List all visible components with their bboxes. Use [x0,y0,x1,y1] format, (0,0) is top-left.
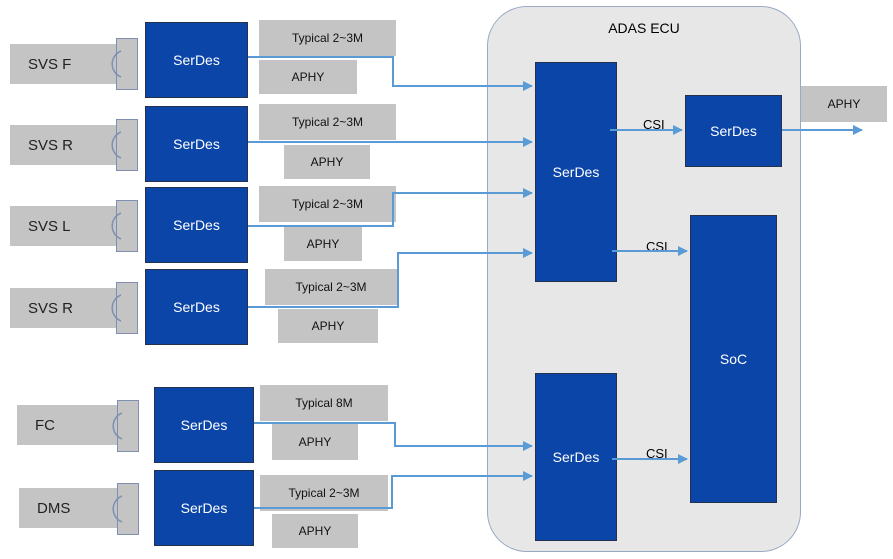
ecu-deserializer-bottom: SerDes [535,373,617,541]
cable-length-tag: Typical 2~3M [259,20,396,56]
link-svs-l [248,188,533,227]
csi-label: CSI [646,446,668,461]
csi-label: CSI [643,117,665,132]
output-phy-tag: APHY [801,86,887,122]
cable-length-tag: Typical 8M [260,385,388,421]
link-fc [254,422,533,451]
cable-length-tag: Typical 2~3M [259,104,396,140]
camera-label-svs-f: SVS F [10,44,116,84]
link-svs-f [248,56,533,91]
camera-label-svs-r-2: SVS R [10,288,116,328]
camera-serdes-dms: SerDes [154,470,254,546]
ecu-title: ADAS ECU [608,20,680,36]
phy-tag: APHY [278,309,378,343]
camera-lens-arc [112,412,123,440]
ecu-serializer-out: SerDes [685,95,782,167]
camera-label-svs-r: SVS R [10,125,116,165]
camera-connector [117,483,139,535]
phy-tag: APHY [272,514,358,548]
phy-tag: APHY [284,227,362,261]
cable-length-tag: Typical 2~3M [260,475,388,511]
phy-tag: APHY [259,60,357,94]
phy-tag: APHY [284,145,370,179]
camera-lens-arc [111,50,122,78]
cable-length-tag: Typical 2~3M [265,269,397,305]
camera-label-dms: DMS [19,488,117,528]
camera-serdes-svs-r-2: SerDes [145,269,248,345]
camera-label-svs-l: SVS L [10,206,116,246]
link-svs-r-2 [248,248,533,308]
camera-connector [116,38,138,90]
camera-serdes-fc: SerDes [154,387,254,463]
camera-lens-arc [111,294,122,322]
camera-lens-arc [111,212,122,240]
phy-tag: APHY [272,424,358,460]
soc-block: SoC [690,215,777,503]
camera-connector [116,282,138,334]
camera-connector [116,200,138,252]
cable-length-tag: Typical 2~3M [259,186,396,222]
camera-connector [116,119,138,171]
link-dms [254,471,533,509]
camera-serdes-svs-r: SerDes [145,106,248,182]
ecu-deserializer-top: SerDes [535,62,617,282]
camera-serdes-svs-f: SerDes [145,22,248,98]
camera-serdes-svs-l: SerDes [145,187,248,263]
camera-lens-arc [111,131,122,159]
camera-connector [117,400,139,452]
camera-label-fc: FC [17,405,117,445]
camera-lens-arc [112,495,123,523]
